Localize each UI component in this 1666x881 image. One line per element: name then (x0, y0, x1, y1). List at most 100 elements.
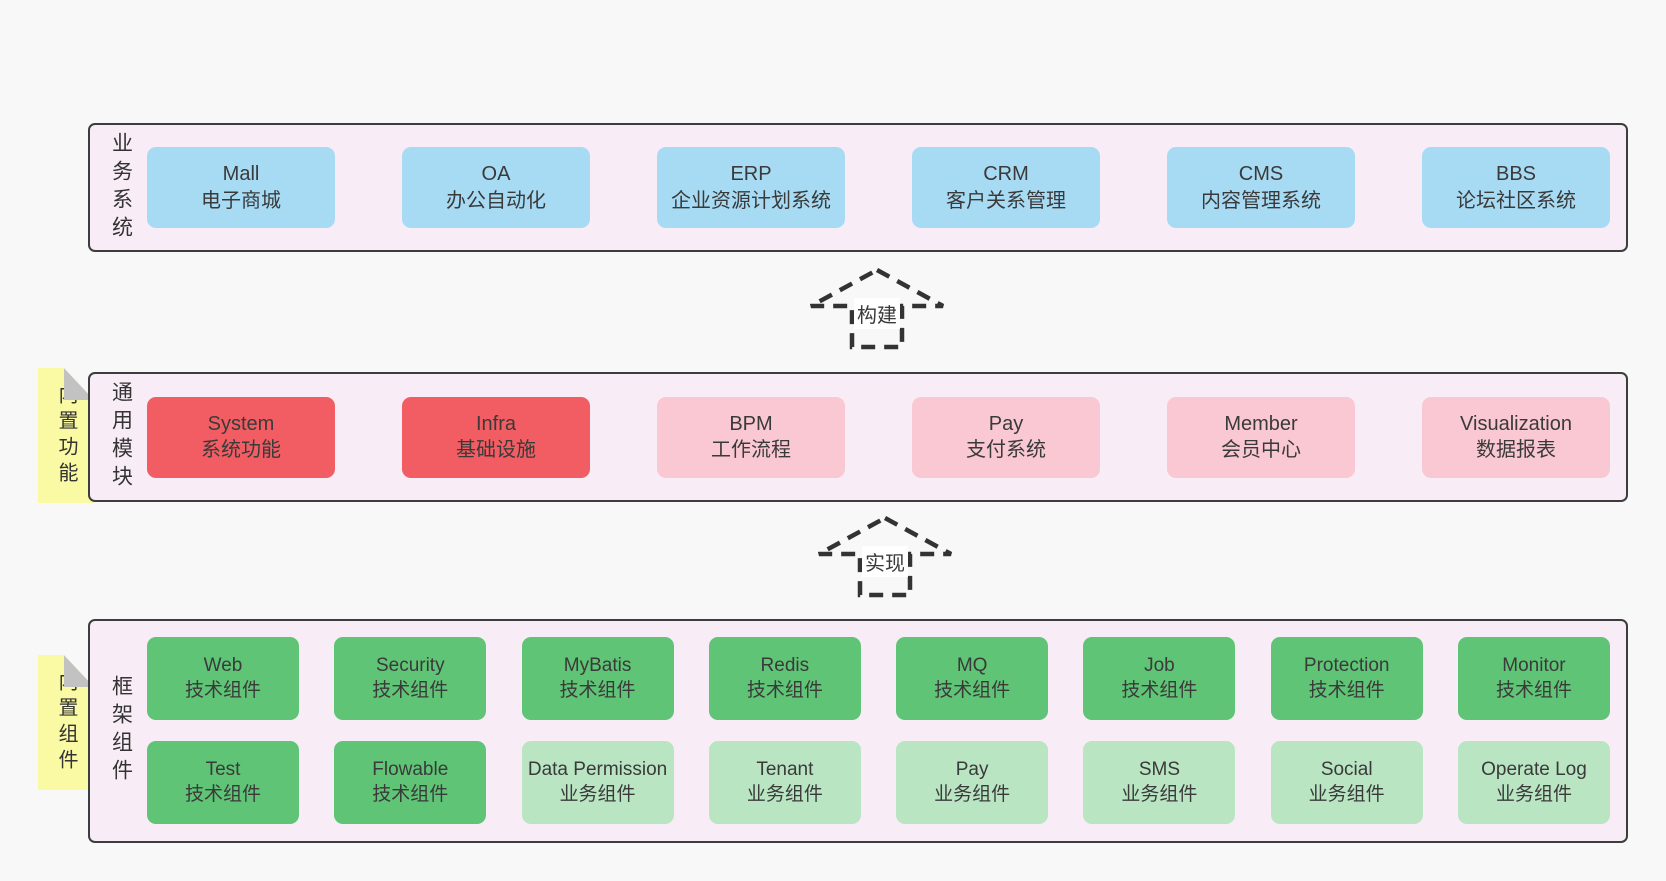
sticky-note-built-in-features: 内置功能 (38, 368, 94, 503)
box-subtitle: 论坛社区系统 (1456, 189, 1576, 212)
box-subtitle: 业务组件 (934, 783, 1011, 805)
diagram-box-crm: CRM 客户关系管理 (912, 147, 1100, 228)
sticky-note-built-in-components: 内置组件 (38, 655, 94, 790)
diagram-box-visualization: Visualization 数据报表 (1422, 396, 1610, 478)
box-title: Infra (475, 412, 517, 435)
box-subtitle: 会员中心 (1221, 439, 1301, 461)
box-title: CRM (983, 163, 1029, 186)
box-title: Flowable (372, 758, 449, 780)
box-subtitle: 技术组件 (1308, 679, 1385, 701)
box-subtitle: 基础设施 (456, 439, 536, 461)
box-subtitle: 技术组件 (746, 679, 823, 701)
box-title: Security (375, 654, 445, 676)
diagram-box-job: Job 技术组件 (1083, 637, 1236, 720)
section-title: 业务系统 (109, 131, 133, 244)
box-title: SMS (1138, 758, 1180, 780)
box-title: Test (205, 758, 241, 780)
box-title: Tenant (756, 758, 814, 780)
section-label-container: 业务系统 (100, 125, 142, 250)
diagram-box-social: Social 业务组件 (1270, 741, 1423, 824)
sticky-note-label: 内置组件 (55, 670, 77, 775)
box-subtitle: 工作流程 (711, 439, 791, 461)
box-title: Social (1320, 758, 1373, 780)
box-subtitle: 业务组件 (1308, 783, 1385, 805)
box-subtitle: 业务组件 (1495, 783, 1572, 805)
diagram-box-redis: Redis 技术组件 (708, 637, 861, 720)
box-subtitle: 数据报表 (1476, 439, 1556, 461)
diagram-box-tenant: Tenant 业务组件 (708, 741, 861, 824)
diagram-box-cms: CMS 内容管理系统 (1167, 147, 1355, 228)
box-subtitle: 技术组件 (372, 783, 449, 805)
box-subtitle: 技术组件 (934, 679, 1011, 701)
dashed-up-arrow-implement: 实现 (810, 514, 960, 600)
modules-box-row: System 系统功能 Infra 基础设施 BPM 工作流程 Pay 支付系统 Member 会… (147, 374, 1610, 500)
box-title: System (207, 412, 275, 435)
box-title: Member (1224, 412, 1298, 435)
box-title: Visualization (1460, 412, 1572, 435)
box-subtitle: 技术组件 (372, 679, 449, 701)
box-title: MQ (956, 654, 988, 676)
diagram-box-sms: SMS 业务组件 (1083, 741, 1236, 824)
diagram-box-bpm: BPM 工作流程 (657, 396, 845, 478)
box-title: Web (203, 654, 243, 676)
box-title: Pay (988, 412, 1024, 435)
section-title: 通用模块 (109, 381, 133, 493)
diagram-box-web: Web 技术组件 (147, 637, 299, 720)
box-title: Monitor (1502, 654, 1566, 676)
dashed-up-arrow-build: 构建 (802, 266, 952, 352)
box-subtitle: 技术组件 (1121, 679, 1198, 701)
box-subtitle: 业务组件 (559, 783, 636, 805)
sticky-note-label: 内置功能 (55, 383, 77, 488)
box-title: Operate Log (1481, 758, 1587, 780)
diagram-box-pay: Pay 业务组件 (896, 741, 1049, 824)
box-title: Pay (955, 758, 989, 780)
diagram-box-pay: Pay 支付系统 (912, 396, 1100, 478)
section-label-container: 框架组件 (100, 621, 142, 841)
section-common-modules: 通用模块 System 系统功能 Infra 基础设施 BPM 工作流程 Pay 支付系统 Me… (88, 372, 1628, 502)
box-title: Mall (222, 163, 260, 186)
box-title: BPM (729, 412, 773, 435)
diagram-box-system: System 系统功能 (147, 396, 335, 478)
box-subtitle: 技术组件 (559, 679, 636, 701)
diagram-box-member: Member 会员中心 (1167, 396, 1355, 478)
diagram-box-bbs: BBS 论坛社区系统 (1422, 147, 1610, 228)
box-subtitle: 业务组件 (746, 783, 823, 805)
box-subtitle: 客户关系管理 (946, 189, 1066, 212)
box-title: CMS (1238, 163, 1284, 186)
box-title: OA (481, 163, 511, 186)
diagram-box-monitor: Monitor 技术组件 (1457, 637, 1610, 720)
box-title: ERP (730, 163, 772, 186)
box-subtitle: 办公自动化 (446, 189, 546, 212)
arrow-label: 实现 (862, 546, 908, 577)
diagram-box-data-permission: Data Permission 业务组件 (521, 741, 674, 824)
box-title: Protection (1303, 654, 1390, 676)
arrow-label: 构建 (854, 298, 900, 329)
diagram-box-oa: OA 办公自动化 (402, 147, 590, 228)
box-title: Data Permission (527, 758, 668, 780)
box-title: BBS (1495, 163, 1537, 186)
box-title: Redis (760, 654, 810, 676)
box-subtitle: 内容管理系统 (1201, 189, 1321, 212)
box-title: MyBatis (563, 654, 632, 676)
box-subtitle: 技术组件 (1495, 679, 1572, 701)
box-subtitle: 技术组件 (184, 679, 261, 701)
up-arrow-icon (817, 515, 953, 598)
diagram-box-operate-log: Operate Log 业务组件 (1457, 741, 1610, 824)
section-label-container: 通用模块 (100, 374, 142, 500)
box-subtitle: 支付系统 (966, 439, 1046, 461)
box-title: Job (1144, 654, 1175, 676)
diagram-box-protection: Protection 技术组件 (1270, 637, 1423, 720)
diagram-box-mybatis: MyBatis 技术组件 (521, 637, 674, 720)
box-subtitle: 业务组件 (1121, 783, 1198, 805)
box-subtitle: 系统功能 (201, 439, 281, 461)
box-subtitle: 电子商城 (201, 189, 281, 212)
diagram-box-mall: Mall 电子商城 (147, 147, 335, 228)
diagram-box-flowable: Flowable 技术组件 (334, 741, 487, 824)
